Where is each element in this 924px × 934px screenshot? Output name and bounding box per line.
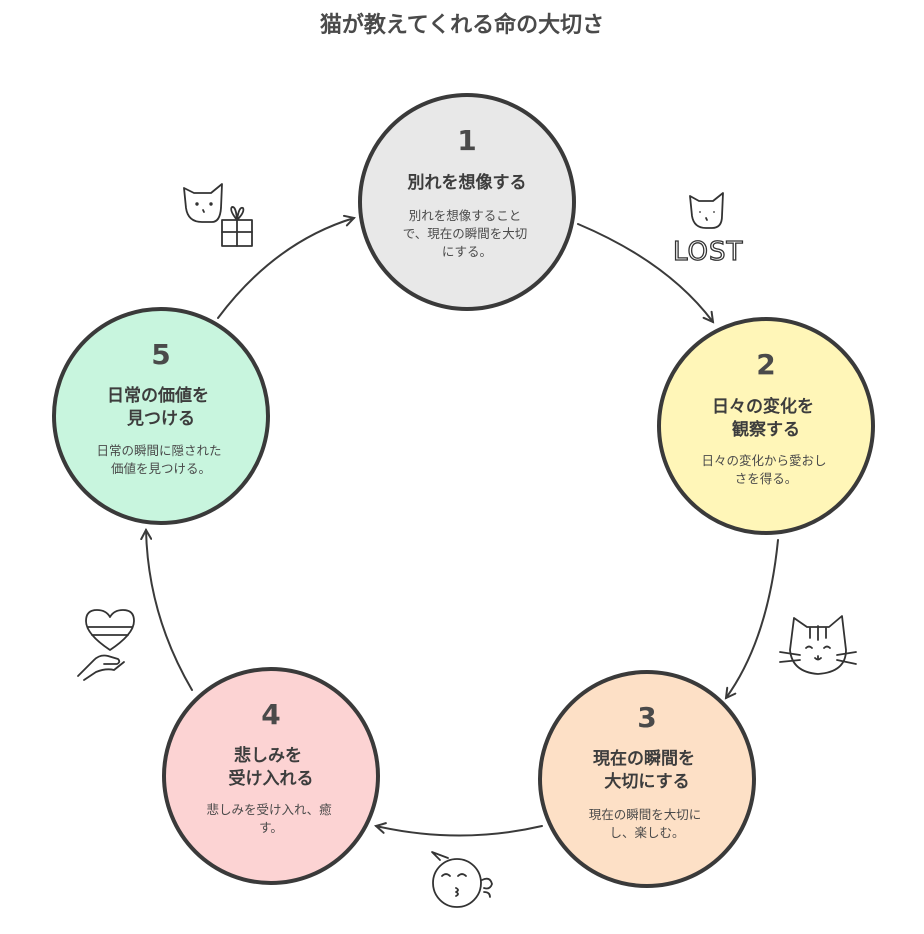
step-3-heading: 現在の瞬間を 大切にする [593,748,701,792]
step-2: 2 日々の変化を 観察する 日々の変化から愛おし さを得る。 [657,317,875,535]
step-5-number: 5 [151,338,170,371]
step-5: 5 日常の価値を 見つける 日常の瞬間に隠された 価値を見つける。 [52,307,270,525]
whistling-face-icon [431,851,493,908]
step-4-description: 悲しみを受け入れ、癒 す。 [206,802,335,835]
lost-cat-icon: LOST [672,192,743,268]
step-1-number: 1 [457,124,476,157]
step-3: 3 現在の瞬間を 大切にする 現在の瞬間を大切に し、楽しむ。 [538,670,756,888]
step-2-description: 日々の変化から愛おし さを得る。 [702,453,831,486]
arrow-4-to-5 [146,530,193,691]
step-1: 1 別れを想像する 別れを想像すること で、現在の瞬間を大切 にする。 [358,93,576,311]
diagram-title: 猫が教えてくれる命の大切さ [320,12,604,38]
arrow-2-to-3 [726,539,779,698]
step-4-number: 4 [261,698,280,731]
arrow-3-to-4 [376,826,543,837]
step-3-circle [538,670,756,888]
step-3-description: 現在の瞬間を大切に し、楽しむ。 [589,807,706,840]
lost-label: LOST [673,237,743,267]
striped-cat-icon [779,615,857,675]
heart-hand-icon [77,609,135,681]
step-5-heading: 日常の価値を 見つける [107,385,215,429]
step-2-number: 2 [756,348,775,381]
step-1-heading: 別れを想像する [407,172,527,193]
step-1-description: 別れを想像すること で、現在の瞬間を大切 にする。 [403,208,532,259]
step-2-circle [657,317,875,535]
step-4: 4 悲しみを 受け入れる 悲しみを受け入れ、癒 す。 [162,667,380,885]
step-4-heading: 悲しみを 受け入れる [229,745,314,789]
arrow-1-to-2 [577,223,713,322]
step-5-circle [52,307,270,525]
step-4-circle [162,667,380,885]
step-5-description: 日常の瞬間に隠された 価値を見つける。 [97,443,226,476]
step-2-heading: 日々の変化を 観察する [712,396,820,440]
arrow-5-to-1 [217,218,354,319]
step-1-circle [358,93,576,311]
cat-gift-icon [183,183,253,247]
step-3-number: 3 [637,701,656,734]
